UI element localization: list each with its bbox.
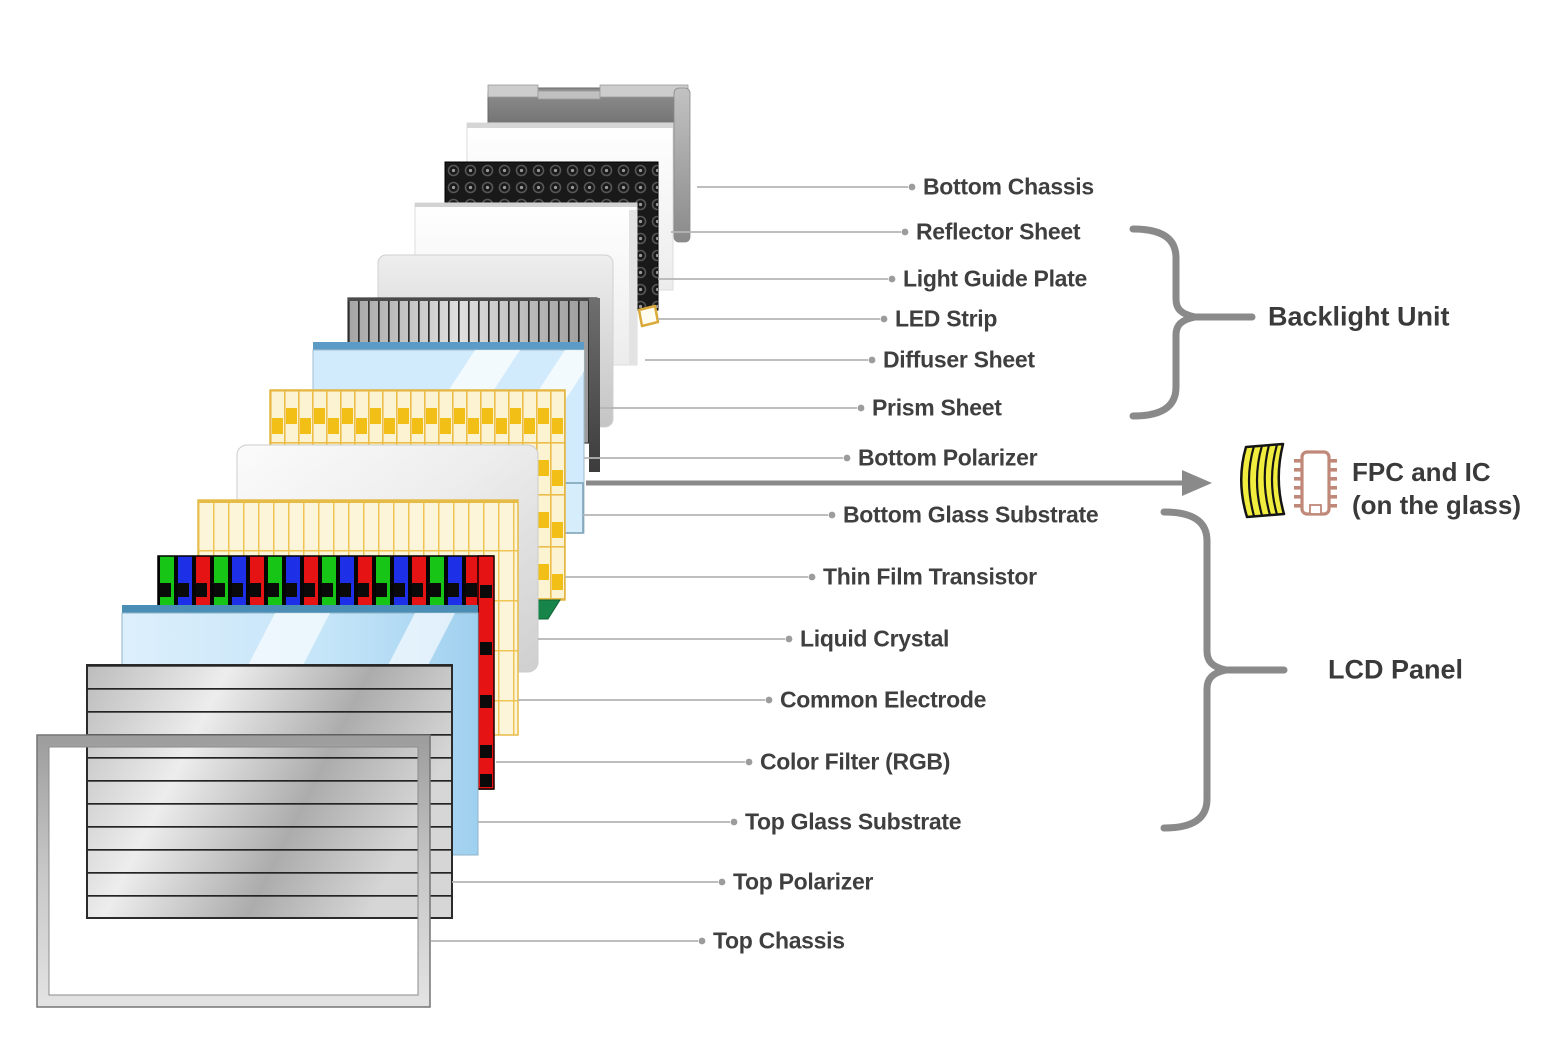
- label-light-guide-plate: Light Guide Plate: [903, 265, 1088, 292]
- leader-dots: [698, 183, 916, 945]
- label-top-polarizer: Top Polarizer: [733, 868, 874, 895]
- label-reflector-sheet: Reflector Sheet: [916, 218, 1081, 245]
- layer-led-strip-graphic: [637, 304, 660, 328]
- fpc-note-line2: (on the glass): [1352, 490, 1522, 520]
- leader-lines: [431, 186, 908, 942]
- label-top-chassis: Top Chassis: [713, 927, 845, 954]
- layer-top-polarizer-graphic: [86, 664, 453, 919]
- backlight-unit-brace: [1129, 225, 1256, 420]
- label-bottom-chassis: Bottom Chassis: [923, 173, 1094, 200]
- label-thin-film-transistor: Thin Film Transistor: [823, 563, 1037, 590]
- label-color-filter-rgb: Color Filter (RGB): [760, 748, 951, 775]
- label-bottom-glass-substrate: Bottom Glass Substrate: [843, 501, 1099, 528]
- label-backlight-unit: Backlight Unit: [1268, 301, 1450, 332]
- label-top-glass-substrate: Top Glass Substrate: [745, 808, 962, 835]
- fpc-ribbon-icon: [1240, 442, 1286, 519]
- fpc-note-line1: FPC and IC: [1352, 457, 1491, 487]
- layer-top-chassis-graphic: [36, 734, 431, 1008]
- ic-chip-icon: [1294, 450, 1337, 516]
- lcd-panel-brace: [1160, 508, 1288, 832]
- label-bottom-polarizer: Bottom Polarizer: [858, 444, 1038, 471]
- label-lcd-panel: LCD Panel: [1328, 654, 1464, 685]
- label-fpc-and-ic: FPC and IC (on the glass): [1352, 456, 1521, 522]
- label-common-electrode: Common Electrode: [780, 686, 987, 713]
- fpc-arrow-icon: [586, 470, 1212, 496]
- label-liquid-crystal: Liquid Crystal: [800, 625, 950, 652]
- label-led-strip: LED Strip: [895, 305, 998, 332]
- label-prism-sheet: Prism Sheet: [872, 394, 1002, 421]
- label-diffuser-sheet: Diffuser Sheet: [883, 346, 1035, 373]
